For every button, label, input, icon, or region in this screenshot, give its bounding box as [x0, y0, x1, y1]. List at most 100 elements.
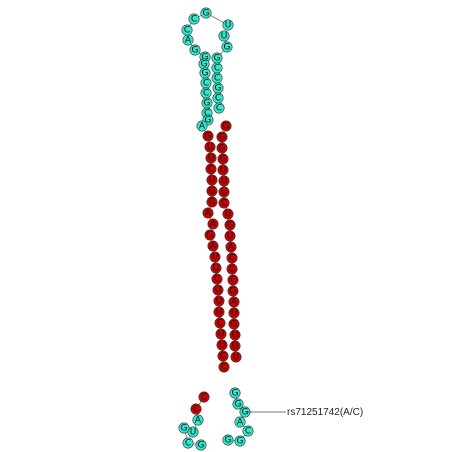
red-stem-right-nt-11: U	[224, 230, 236, 242]
top-stem-left-nt-8: A	[196, 120, 208, 132]
red-stem-left-nt-7: G	[206, 196, 218, 208]
red-stem-right-nt-7-letter: U	[221, 188, 228, 198]
bottom-left-loop-nt-1-circle	[198, 391, 210, 403]
bottom-left-loop-nt-6-circle	[182, 437, 194, 449]
red-stem-right-nt-11-letter: U	[227, 232, 234, 242]
bottom-right-loop-nt-2: G	[232, 398, 244, 410]
red-stem-right-nt-2-letter: G	[219, 133, 226, 143]
bottom-left-loop-nt-1-letter: C	[201, 393, 207, 403]
bottom-left-loop-nt-4-circle	[187, 426, 199, 438]
top-stem-right-nt-3-letter: G	[214, 54, 221, 64]
red-stem-left-nt-17-letter: U	[216, 308, 223, 318]
red-stem-left-nt-13-letter: U	[213, 264, 220, 274]
red-stem-right-nt-14-circle	[226, 263, 238, 275]
red-stem-right-nt-8-letter: C	[221, 199, 227, 209]
red-stem-right-nt-8: C	[218, 197, 230, 209]
top-loop-nt-3: A	[182, 34, 194, 46]
top-stem-left-nt-5-letter: G	[204, 99, 211, 109]
red-stem-right-nt-11-circle	[224, 230, 236, 242]
top-stem-left-nt-5: G	[201, 97, 213, 109]
red-stem-right-nt-12-circle	[225, 241, 237, 253]
top-loop-nt-1-letter: G	[202, 53, 209, 63]
nucleotides: GGACCGUGGCCGCGAUGGCCGCCGUUCUGGAAGAUUCUUU…	[178, 7, 254, 451]
bottom-right-loop-nt-4-circle	[234, 416, 246, 428]
red-stem-right-nt-14: C	[226, 263, 238, 275]
bottom-right-loop-nt-7-letter: G	[225, 436, 232, 446]
bottom-left-loop-nt-6: C	[182, 437, 194, 449]
red-stem-right-nt-22: U	[230, 351, 242, 363]
bottom-right-loop-nt-3-letter: G	[242, 408, 249, 418]
bottom-left-loop-nt-5-circle	[178, 422, 190, 434]
top-stem-right-nt-4: C	[211, 62, 223, 74]
red-stem-left-nt-5-letter: U	[209, 176, 216, 186]
top-stem-left-nt-4-letter: C	[203, 89, 209, 99]
red-stem-right-nt-3-circle	[216, 142, 228, 154]
top-stem-right-nt-2-letter: G	[224, 43, 231, 53]
top-stem-right-nt-8-letter: C	[216, 104, 222, 114]
red-stem-left-nt-10-letter: G	[207, 231, 214, 241]
red-stem-right-nt-1: G	[220, 120, 232, 132]
bottom-right-loop-nt-6-letter: G	[237, 437, 244, 447]
bottom-left-loop-nt-2: C	[190, 403, 202, 415]
red-stem-left-nt-9-circle	[207, 218, 219, 230]
red-stem-right-nt-20-circle	[229, 329, 241, 341]
bottom-right-loop-nt-1-letter: G	[232, 389, 239, 399]
top-stem-right-nt-3: G	[211, 52, 223, 64]
red-stem-left-nt-3-letter: U	[208, 154, 215, 164]
red-stem-left-nt-16: U	[213, 295, 225, 307]
red-stem-right-nt-19-circle	[228, 318, 240, 330]
top-stem-right-nt-6: G	[212, 82, 224, 94]
top-loop-nt-6: G	[200, 7, 212, 19]
red-stem-right-nt-21-circle	[229, 340, 241, 352]
red-stem-right-nt-19: G	[228, 318, 240, 330]
bottom-left-loop-nt-3-letter: A	[195, 416, 202, 426]
red-stem-right-nt-4: G	[217, 153, 229, 165]
red-stem-left-nt-8: A	[202, 207, 214, 219]
top-stem-left-nt-8-letter: A	[199, 122, 206, 132]
red-stem-right-nt-18-circle	[228, 307, 240, 319]
red-stem-left-nt-16-letter: U	[216, 297, 223, 307]
red-stem-left-nt-5: U	[206, 174, 218, 186]
bottom-left-loop-nt-1: C	[198, 391, 210, 403]
red-stem-left-nt-14: C	[211, 273, 223, 285]
red-stem-left-nt-15-letter: U	[215, 286, 222, 296]
red-stem-left-nt-21-circle	[217, 350, 229, 362]
bottom-left-loop-nt-7-letter: G	[198, 441, 205, 451]
red-stem-left-nt-2: U	[204, 141, 216, 153]
red-stem-right-nt-6: U	[218, 175, 230, 187]
red-stem-left-nt-3-circle	[205, 152, 217, 164]
top-stem-left-nt-1-letter: G	[201, 60, 208, 70]
red-stem-right-nt-5: U	[217, 164, 229, 176]
top-loop-nt-3-letter: A	[185, 36, 192, 46]
red-stem-right-nt-16: G	[227, 285, 239, 297]
red-stem-right-nt-10-letter: G	[227, 221, 234, 231]
top-loop-nt-4-letter: C	[184, 26, 190, 36]
top-stem-left-nt-2: G	[199, 67, 211, 79]
red-stem-right-nt-5-letter: U	[220, 166, 227, 176]
red-stem-left-nt-11-circle	[207, 240, 219, 252]
red-stem-left-nt-3: U	[205, 152, 217, 164]
red-stem-left-nt-13: U	[210, 262, 222, 274]
red-stem-left-nt-22: C	[218, 361, 230, 373]
red-stem-left-nt-12-circle	[209, 251, 221, 263]
red-stem-right-nt-3: G	[216, 142, 228, 154]
red-stem-left-nt-19: U	[215, 328, 227, 340]
red-stem-right-nt-18-letter: U	[231, 309, 238, 319]
red-stem-right-nt-6-letter: U	[221, 177, 228, 187]
bottom-left-loop-nt-2-letter: C	[193, 405, 199, 415]
red-stem-left-nt-8-circle	[202, 207, 214, 219]
top-stem-left-nt-3-letter: C	[203, 79, 209, 89]
red-stem-left-nt-15-circle	[212, 284, 224, 296]
red-stem-right-nt-13: C	[226, 252, 238, 264]
red-stem-left-nt-4-circle	[205, 163, 217, 175]
red-stem-left-nt-20-circle	[216, 339, 228, 351]
top-loop-nt-2-circle	[189, 44, 201, 56]
bottom-right-loop-nt-4: A	[234, 416, 246, 428]
red-stem-right-nt-10: G	[224, 219, 236, 231]
top-loop-nt-4: C	[181, 24, 193, 36]
top-loop-nt-5-letter: C	[191, 15, 197, 25]
bottom-left-loop-nt-6-letter: C	[185, 439, 191, 449]
bottom-left-loop-nt-5-letter: G	[181, 424, 188, 434]
red-stem-left-nt-7-letter: G	[209, 198, 216, 208]
red-stem-left-nt-19-circle	[215, 328, 227, 340]
